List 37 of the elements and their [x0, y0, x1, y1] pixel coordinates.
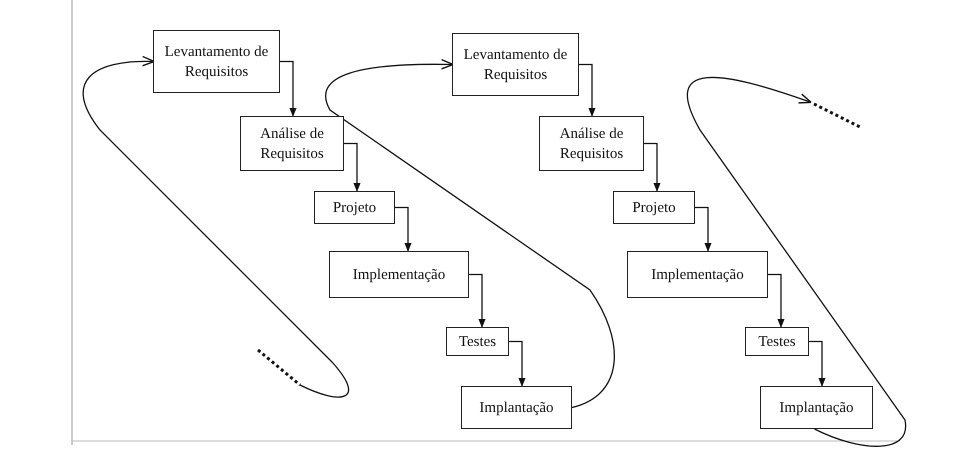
process-box [613, 191, 695, 224]
step-label: Implementação [651, 266, 744, 284]
arrow [395, 206, 412, 252]
arrow [644, 142, 661, 192]
arrow [344, 142, 361, 192]
arrow [687, 77, 906, 447]
step-label: Implantação [479, 398, 554, 418]
process-box [760, 386, 873, 429]
arrow [768, 274, 785, 328]
step-label: Testes [758, 332, 796, 352]
arrow [809, 340, 826, 387]
process-box [240, 116, 344, 171]
process-box [539, 116, 644, 171]
arrow [469, 274, 486, 328]
process-box [745, 327, 809, 356]
step-label: Análise de Requisitos [558, 124, 624, 164]
step-label: Levantamento de Requisitos [462, 46, 568, 84]
process-box [446, 327, 509, 356]
arrow [579, 64, 596, 117]
step-label: Testes [458, 332, 496, 352]
process-box [314, 191, 395, 224]
step-label: Análise de Requisitos [259, 124, 325, 164]
arrow [280, 60, 297, 117]
arrow [695, 206, 712, 252]
process-box [452, 33, 579, 96]
step-label: Implementação [352, 266, 446, 284]
process-box [153, 30, 280, 93]
step-label: Implantação [779, 398, 854, 418]
step-label: Levantamento de Requisitos [164, 42, 270, 82]
process-box [461, 386, 572, 429]
step-label: Projeto [632, 198, 676, 218]
process-box [627, 251, 768, 298]
process-box [329, 251, 469, 298]
arrow [509, 340, 526, 387]
step-label: Projeto [332, 198, 376, 218]
arrow [82, 56, 349, 398]
arrow [325, 59, 615, 408]
